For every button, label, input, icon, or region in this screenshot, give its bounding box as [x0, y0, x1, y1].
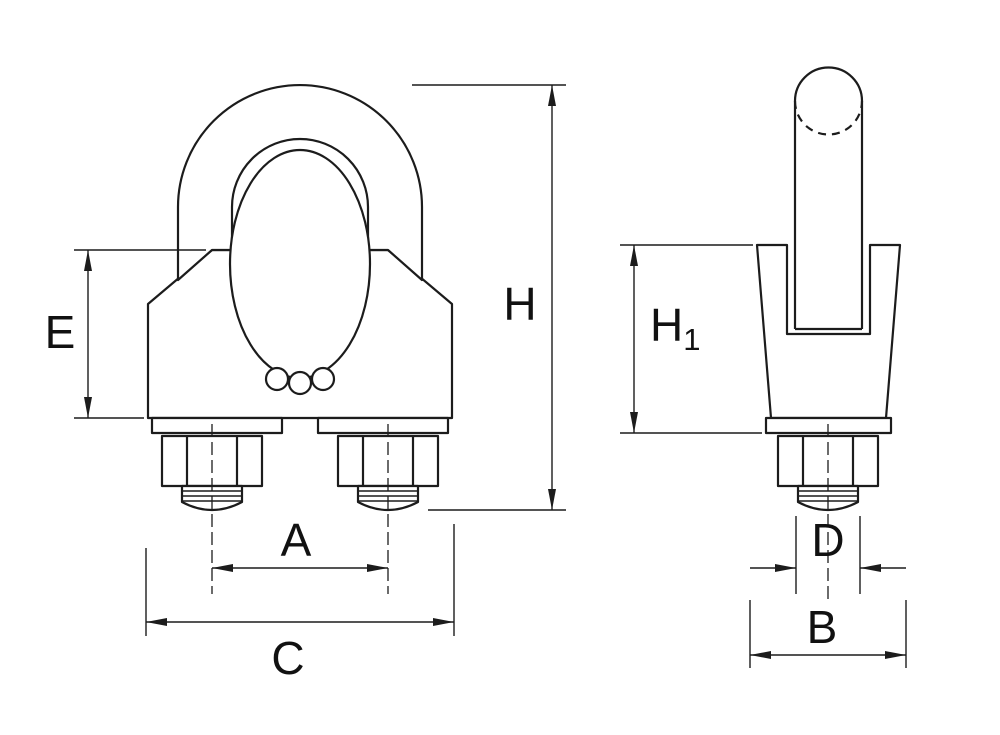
dim-D: D: [750, 514, 906, 594]
u-bolt-leg-side: [793, 66, 864, 331]
rope-strand-circles: [264, 366, 336, 396]
rod-hidden-arc: [793, 100, 864, 136]
dim-label-A: A: [281, 514, 312, 566]
dim-label-B: B: [807, 601, 838, 653]
dim-H1: H1: [620, 244, 762, 434]
dim-E: E: [45, 249, 206, 419]
rope-opening-oval: [228, 148, 372, 380]
base-pad-left: [150, 416, 284, 435]
dim-label-D: D: [811, 514, 844, 566]
dim-C: C: [145, 524, 455, 684]
side-view: H1 D B: [620, 66, 907, 668]
rod-top-arc: [793, 66, 864, 102]
dim-H: H: [412, 84, 566, 511]
dim-label-H: H: [503, 278, 536, 330]
dim-label-E: E: [45, 306, 76, 358]
dim-label-H1: H1: [650, 299, 700, 357]
saddle-body-side: [755, 243, 902, 420]
front-view: E H A C: [45, 83, 566, 684]
dim-A: A: [212, 514, 388, 572]
dim-label-C: C: [271, 632, 304, 684]
base-pad-right: [316, 416, 450, 435]
dim-B: B: [749, 600, 907, 668]
u-bolt-bow: [176, 83, 424, 282]
